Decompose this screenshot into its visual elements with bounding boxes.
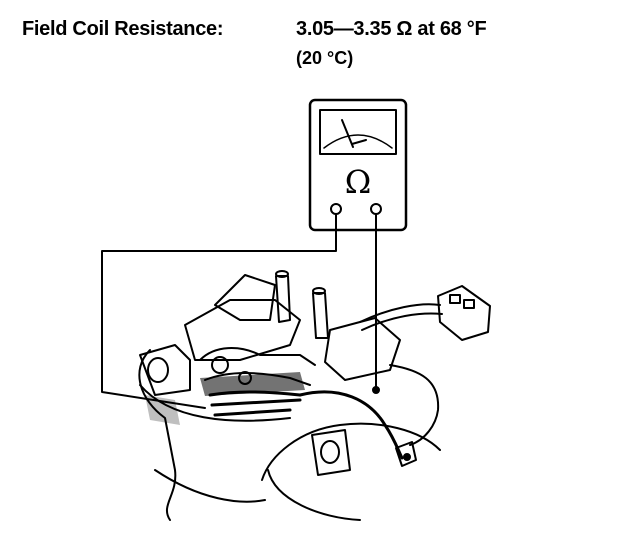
specification-block: Field Coil Resistance: 3.05—3.35 Ω at 68…: [22, 14, 602, 74]
stud-left: [275, 275, 291, 323]
mounting-boss-lower: [311, 429, 351, 476]
bracket-flap: [214, 274, 276, 321]
harness-connector: [437, 285, 491, 341]
housing-lower-curve: [154, 469, 266, 503]
pulley-rim-lower: [267, 469, 361, 521]
shaded-wire-region: [200, 372, 305, 396]
test-lead-left: [101, 213, 337, 409]
ohmmeter-terminal-left: [330, 203, 342, 215]
mounting-hole-left: [147, 357, 169, 383]
spec-value: 3.05—3.35 Ω at 68 °F: [296, 18, 487, 40]
mounting-boss-left: [139, 344, 191, 396]
test-leads: [101, 213, 380, 409]
housing-left-edge: [138, 349, 177, 521]
ohmmeter-body: [308, 98, 408, 232]
field-coil-terminal: [395, 441, 417, 467]
connector-tab-1: [449, 294, 461, 304]
ohmmeter-needle: [341, 119, 354, 148]
spec-temperature-celsius: (20 °C): [296, 48, 354, 68]
stud-right: [312, 292, 329, 339]
ohmmeter: Ω: [308, 98, 408, 232]
stud-left-top: [275, 270, 289, 278]
shaded-housing-region: [145, 395, 180, 425]
wire-clip-1: [199, 347, 316, 366]
harness-lower: [361, 312, 443, 331]
field-coil-terminal-pin: [403, 453, 411, 461]
compressor-assembly: [138, 270, 491, 521]
bracket-plate: [184, 299, 301, 361]
ohmmeter-terminal-right: [370, 203, 382, 215]
connector-tab-2: [463, 299, 475, 309]
stud-right-top: [312, 287, 326, 295]
wire-bundle-2: [210, 398, 302, 407]
ohmmeter-display: [319, 109, 397, 155]
probe-tip-right: [372, 386, 380, 394]
field-coil-lead: [298, 390, 404, 460]
harness-upper: [359, 303, 441, 323]
housing-right-edge: [389, 364, 440, 446]
clip-eye: [211, 356, 229, 374]
spec-label: Field Coil Resistance:: [22, 18, 224, 40]
wire-bundle-3: [213, 408, 292, 417]
pulley-rim-upper: [261, 422, 441, 481]
housing-front-curve: [139, 384, 291, 422]
mounting-hole-lower: [320, 440, 340, 464]
ohmmeter-needle-tail: [351, 139, 367, 145]
connector-block: [324, 317, 401, 381]
ohmmeter-scale-arc: [323, 134, 393, 149]
ohm-symbol: Ω: [345, 163, 372, 201]
